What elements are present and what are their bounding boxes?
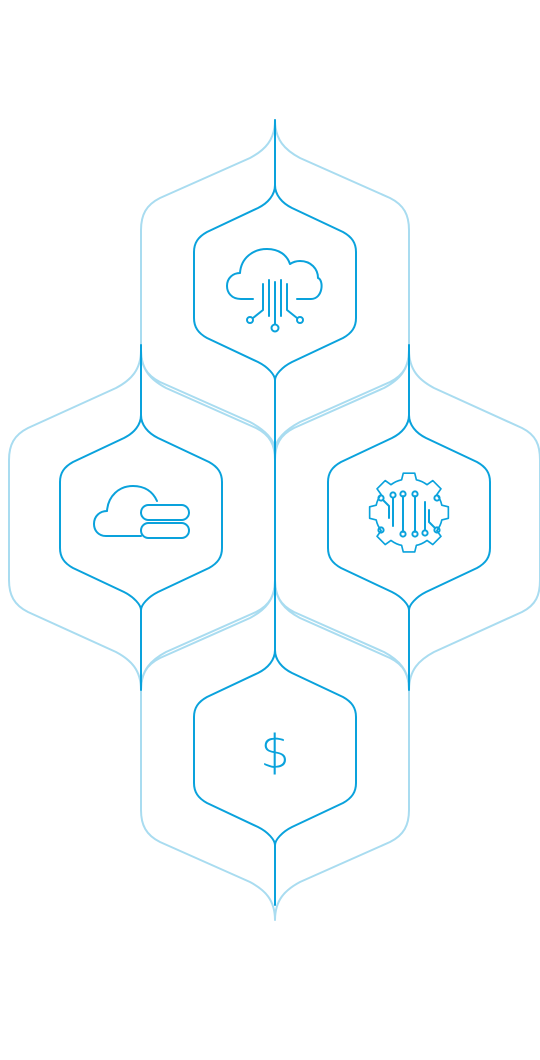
node-cloud-network [193,184,357,381]
dollar-icon: $ [260,725,289,779]
node-finance: $ [193,649,357,846]
cloud-network-icon [226,248,323,333]
gear-circuit-icon [368,472,450,553]
hexagon-gear-circuit [327,414,491,611]
node-gear-circuit [327,414,491,611]
cloud-server-icon [93,485,190,539]
hexagon-finance [193,649,357,846]
connector-wires [140,119,410,906]
outer-hexagon-bottom [140,579,410,921]
node-cloud-server [59,414,223,611]
